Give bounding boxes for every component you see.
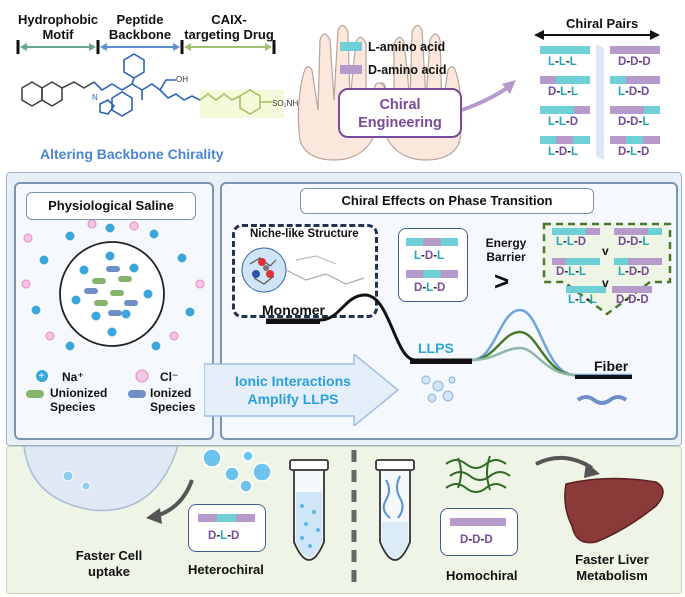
ionic-label: Ionic Interactions Amplify LLPS [235,373,351,407]
heterochiral-label: Heterochiral [188,562,264,577]
chiral-engineering-box: Chiral Engineering [338,88,462,138]
homo-chip [440,508,518,556]
tri-pep-ddl: D-D-L [618,236,619,237]
homochiral-label: Homochiral [446,568,518,583]
unionized-label: Unionized Species [50,386,108,414]
tri-pep-lll: L-L-L [568,294,569,295]
niche-label: Niche-like Structure [250,228,359,240]
pair-lld: L-L-D [548,116,549,117]
cl-icon [135,369,149,383]
homochiral-triangle [542,222,672,316]
label-peptide-backbone: Peptide Backbone [108,12,172,42]
cl-label: Cl⁻ [160,370,179,384]
niche-molecule [241,247,365,293]
saline-illustration [21,220,205,352]
hetero-pep: D-L-D [208,530,209,531]
svg-text:+: + [39,371,45,382]
label-hydrophobic-motif: Hydrophobic Motif [18,12,99,42]
faster-liver-label: Faster Liver Metabolism [575,552,649,583]
pair-ddd: D-D-D [618,56,619,57]
fiber-label: Fiber [594,358,629,374]
ionic-arrow [204,354,400,426]
ionized-icon [128,390,146,398]
na-icon: + [36,370,48,382]
box-pep-ldl: L-D-L [414,250,415,251]
faster-cell-label: Faster Cell uptake [75,548,143,579]
saline-title: Physiological Saline [26,192,196,220]
tri-pep-ddd: D-D-D [616,294,617,295]
svg-text:SO₂NH₂: SO₂NH₂ [272,99,301,108]
vee-1: v [602,244,609,258]
pair-dld: D-L-D [618,146,619,147]
svg-text:OH: OH [176,75,188,84]
vee-2: v [602,276,609,290]
chiral-pairs-label: Chiral Pairs [566,16,639,31]
tri-pep-ldd: L-D-D [618,266,619,267]
pair-dll: D-L-L [548,86,549,87]
svg-text:N: N [92,93,98,102]
greater-than-sign: > [494,266,510,296]
unionized-icon [26,390,44,398]
pair-ldd: L-D-D [618,86,619,87]
energy-profile [266,293,632,405]
legend-d-amino: D-amino acid [368,63,447,77]
box-pep-dld: D-L-D [414,282,415,283]
chiral-effects-title: Chiral Effects on Phase Transition [300,188,594,214]
pair-ddl: D-D-L [618,116,619,117]
legend-l-amino: L-amino acid [368,40,446,54]
altering-chirality-label: Altering Backbone Chirality [40,146,224,162]
monomer-label: Monomer [262,302,325,318]
hetero-chip [188,504,266,552]
ionized-label: Ionized Species [150,386,196,414]
homo-pep: D-D-D [460,534,461,535]
molecule-structure [21,81,95,107]
pair-lll: L-L-L [548,56,549,57]
bottom-graphics [23,446,664,586]
label-caix-drug: CAIX-targeting Drug [184,12,274,42]
pair-ldl: L-D-L [548,146,549,147]
energy-barrier-label: Energy Barrier [485,236,527,264]
tri-pep-lld: L-L-D [556,236,557,237]
tri-pep-dll: D-L-L [556,266,557,267]
na-label: Na⁺ [62,370,84,384]
llps-label: LLPS [418,340,454,356]
